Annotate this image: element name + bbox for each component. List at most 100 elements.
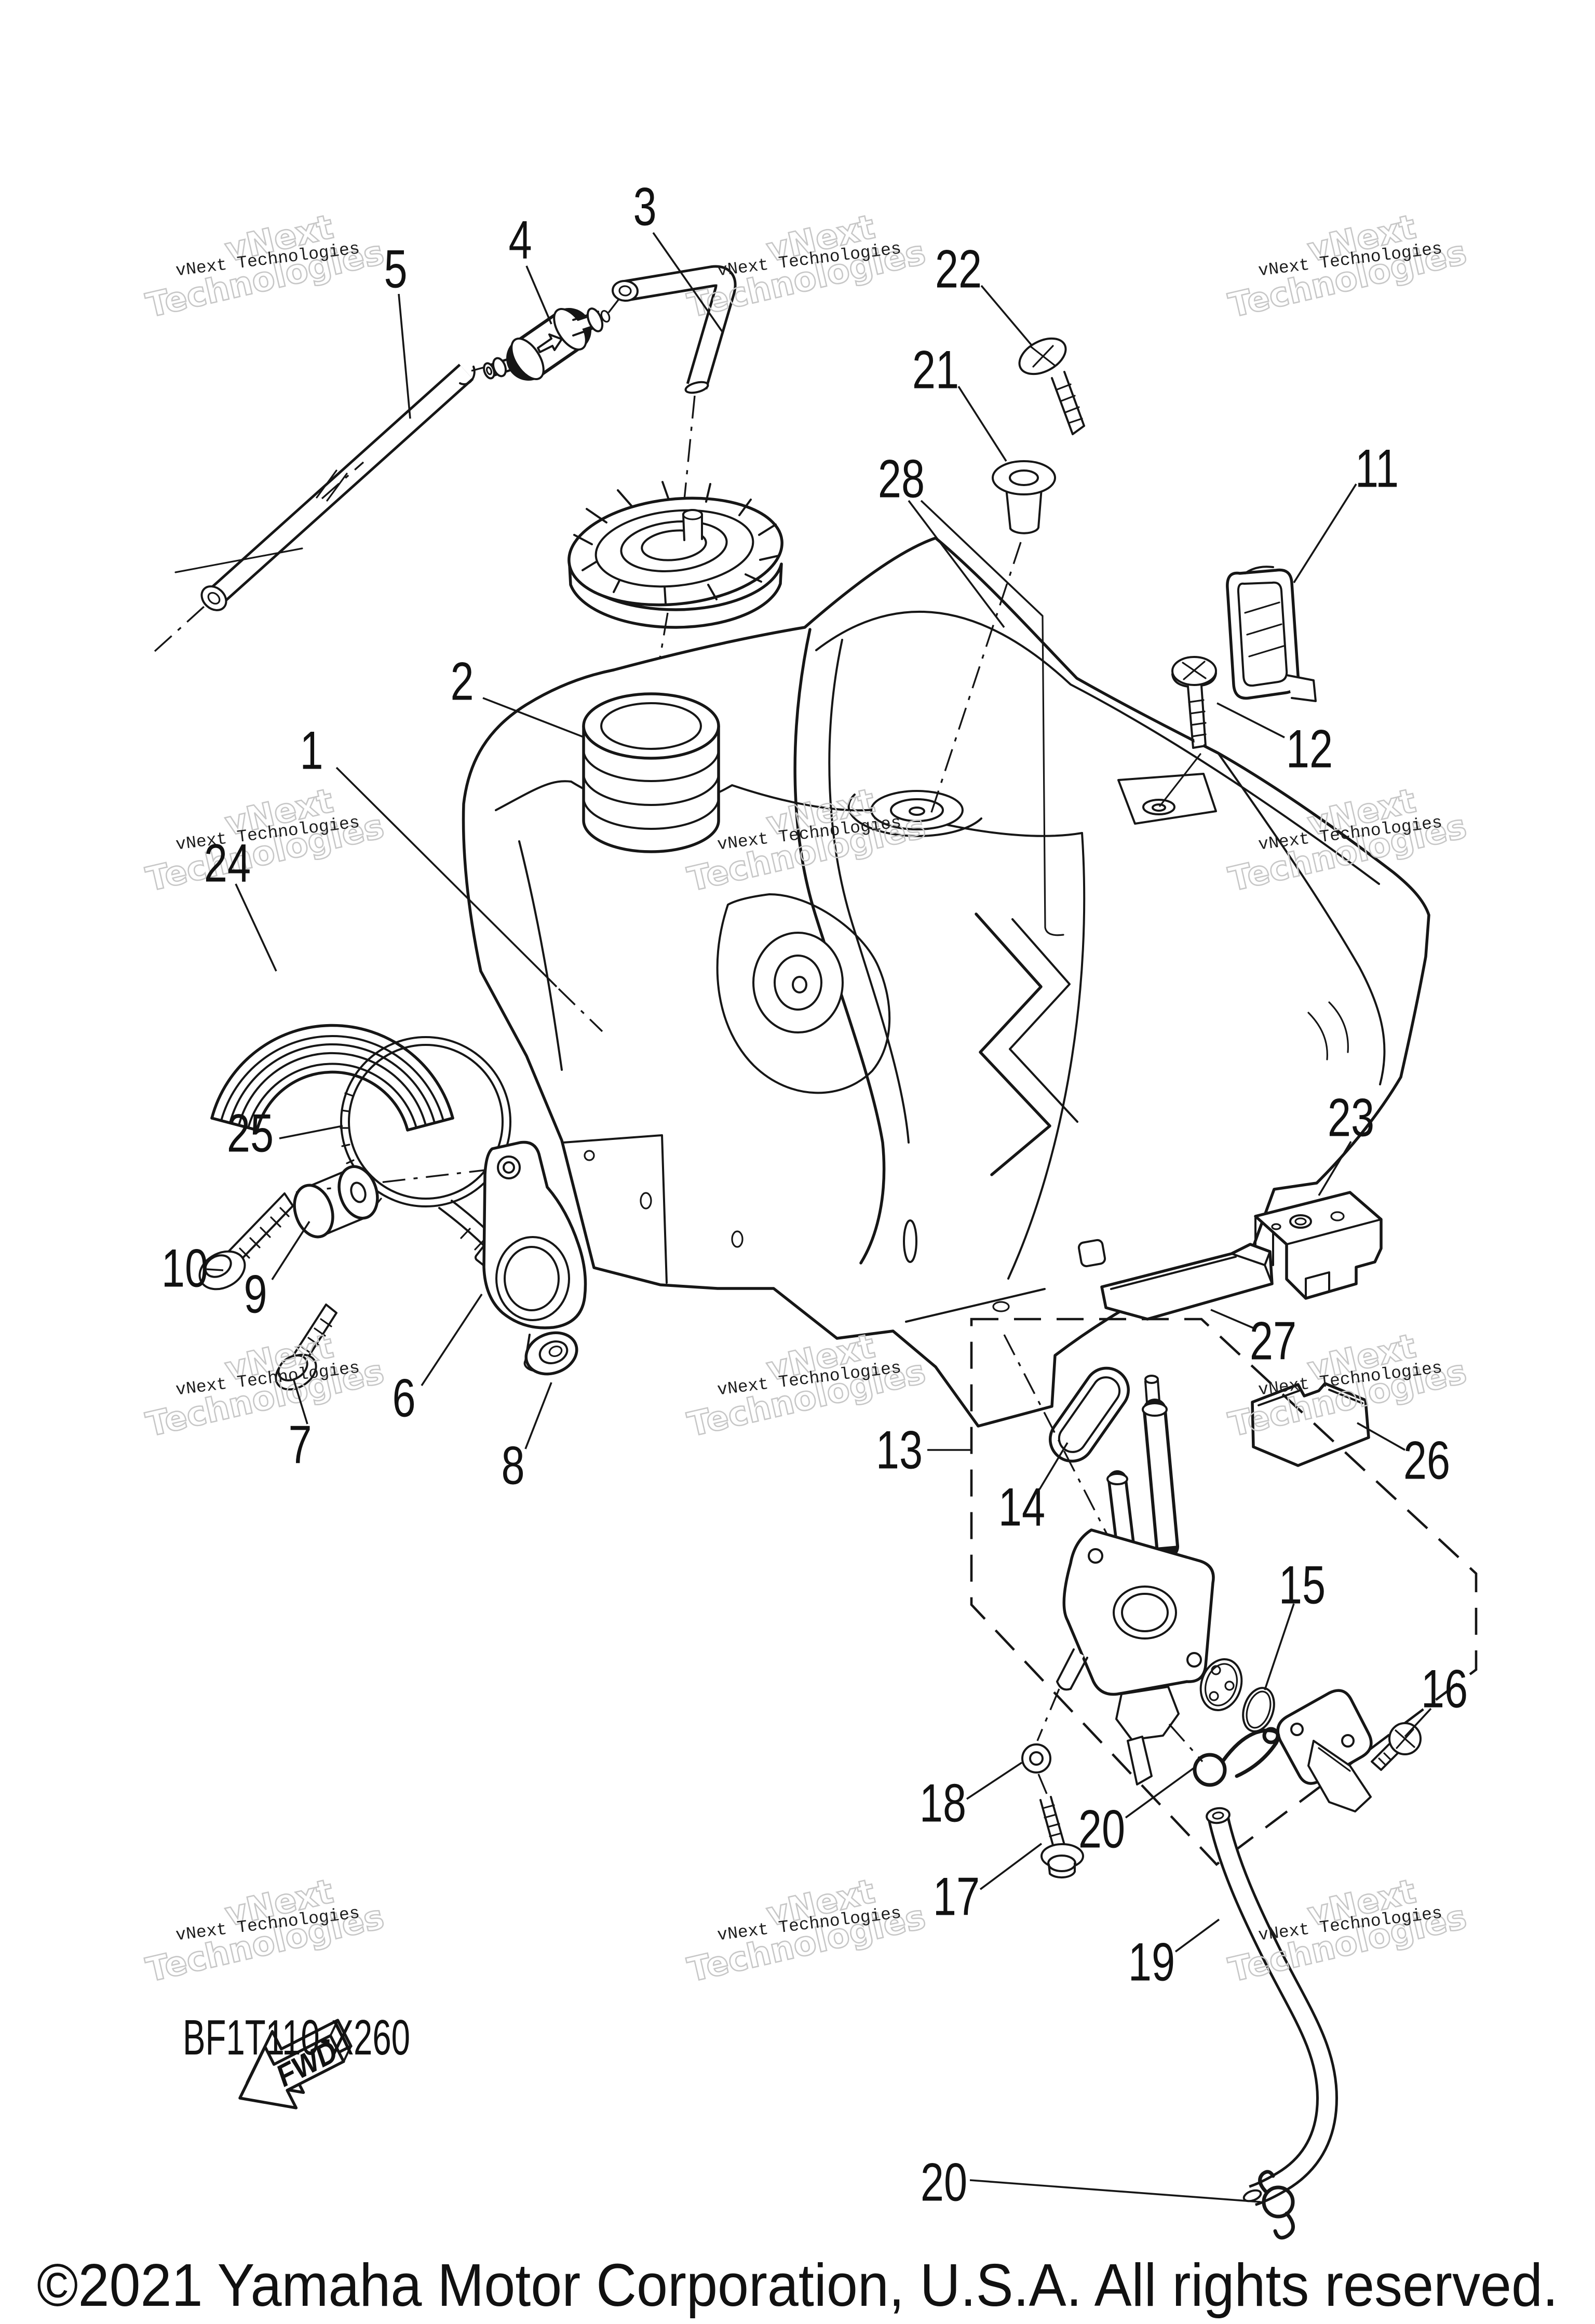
callout-3-label: 3 bbox=[633, 177, 656, 237]
clip-20-lower bbox=[1258, 2170, 1295, 2240]
pad-27 bbox=[1100, 1243, 1274, 1321]
callout-15-14: 15 bbox=[1264, 1555, 1326, 1690]
callout-20-20: 20 bbox=[921, 2152, 1261, 2212]
callout-12-label: 12 bbox=[1286, 719, 1333, 779]
callout-8-7: 8 bbox=[501, 1382, 552, 1496]
callout-20-leader bbox=[969, 2179, 1261, 2203]
callout-5-leader bbox=[398, 293, 411, 419]
callout-16-15: 16 bbox=[1404, 1659, 1468, 1738]
callout-8-leader bbox=[524, 1382, 552, 1449]
callout-23-23: 23 bbox=[1318, 1087, 1374, 1196]
callout-24-leader bbox=[235, 883, 277, 972]
callout-8-label: 8 bbox=[501, 1435, 524, 1496]
callout-27-label: 27 bbox=[1250, 1311, 1296, 1371]
callout-15-leader bbox=[1264, 1603, 1295, 1690]
callout-26-leader bbox=[1357, 1422, 1405, 1451]
callout-26-label: 26 bbox=[1403, 1430, 1450, 1490]
callout-20-19: 20 bbox=[1078, 1767, 1195, 1859]
fuel-hose-5 bbox=[154, 364, 476, 652]
callout-5-4: 5 bbox=[384, 239, 411, 419]
washer-18 bbox=[1021, 1743, 1051, 1774]
callout-12-11: 12 bbox=[1216, 702, 1333, 779]
o-ring-15 bbox=[1199, 1658, 1275, 1732]
callout-9-leader bbox=[271, 1221, 310, 1280]
callout-7-6: 7 bbox=[288, 1380, 312, 1475]
callout-3-2: 3 bbox=[633, 177, 724, 333]
callout-11-label: 11 bbox=[1355, 438, 1399, 499]
callout-4-3: 4 bbox=[508, 210, 552, 325]
check-valve-4 bbox=[471, 298, 620, 381]
callout-15-label: 15 bbox=[1279, 1555, 1326, 1615]
callout-11-leader bbox=[1293, 483, 1357, 583]
callout-9-label: 9 bbox=[244, 1264, 267, 1324]
clip-20-upper bbox=[1193, 1727, 1280, 1787]
callout-19-leader bbox=[1174, 1918, 1220, 1953]
callout-2-label: 2 bbox=[450, 651, 474, 711]
callout-6-5: 6 bbox=[392, 1294, 483, 1428]
callout-5-label: 5 bbox=[384, 239, 407, 299]
callout-17-16: 17 bbox=[933, 1843, 1043, 1927]
damper-collar-9 bbox=[293, 1165, 379, 1239]
callout-19-18: 19 bbox=[1128, 1918, 1220, 1992]
fuel-hose-19 bbox=[1206, 1807, 1339, 2206]
screw-12 bbox=[1159, 656, 1217, 807]
callout-19-label: 19 bbox=[1128, 1932, 1175, 1992]
gasket-14 bbox=[1048, 1366, 1130, 1463]
callout-14-leader bbox=[1038, 1442, 1069, 1490]
callout-7-leader bbox=[293, 1380, 308, 1425]
callout-22-leader bbox=[980, 285, 1033, 347]
fuel-cap-2 bbox=[567, 481, 783, 692]
callout-2-1: 2 bbox=[450, 651, 585, 738]
callout-14-label: 14 bbox=[998, 1477, 1045, 1537]
callout-20-label: 20 bbox=[921, 2152, 967, 2212]
breather-hose-3 bbox=[612, 265, 737, 500]
callout-16-leader bbox=[1404, 1708, 1432, 1738]
callout-26-26: 26 bbox=[1357, 1422, 1450, 1490]
callout-22-22: 22 bbox=[935, 239, 1033, 347]
callout-1-leader bbox=[335, 767, 558, 988]
filler-neck bbox=[582, 692, 720, 853]
clamp-clip-11 bbox=[1226, 566, 1317, 702]
callout-9-8: 9 bbox=[244, 1221, 310, 1324]
callout-13-label: 13 bbox=[876, 1420, 923, 1480]
callout-18-17: 18 bbox=[920, 1762, 1022, 1833]
grommet-21 bbox=[929, 460, 1056, 816]
damper-mount-8 bbox=[523, 1331, 578, 1376]
screw-16 bbox=[1371, 1722, 1422, 1771]
callout-22-label: 22 bbox=[935, 239, 982, 299]
fuel-cock-box-13 bbox=[970, 1318, 1478, 1866]
callout-12-leader bbox=[1216, 702, 1285, 738]
callout-11-10: 11 bbox=[1293, 438, 1399, 583]
callout-18-label: 18 bbox=[920, 1773, 966, 1833]
callout-4-label: 4 bbox=[508, 210, 532, 270]
callout-28-28: 28 bbox=[878, 449, 1044, 628]
callout-25-leader bbox=[279, 1125, 343, 1139]
callout-10-9: 10 bbox=[161, 1238, 224, 1298]
bolt-7 bbox=[275, 1304, 337, 1391]
callout-23-leader bbox=[1318, 1141, 1352, 1196]
cap-knurling bbox=[573, 481, 780, 604]
bracket-23 bbox=[1254, 1191, 1383, 1300]
screw-22 bbox=[1018, 337, 1085, 435]
copyright-line: ©2021 Yamaha Motor Corporation, U.S.A. A… bbox=[37, 2251, 1558, 2319]
callout-28-label: 28 bbox=[878, 449, 925, 509]
callout-21-leader bbox=[957, 386, 1007, 462]
callout-21-21: 21 bbox=[912, 340, 1007, 462]
callout-16-label: 16 bbox=[1421, 1659, 1468, 1719]
bracket-6 bbox=[482, 1140, 587, 1329]
callout-10-label: 10 bbox=[161, 1238, 208, 1298]
callout-17-label: 17 bbox=[933, 1866, 980, 1927]
callout-10-leader bbox=[206, 1268, 224, 1271]
callout-6-leader bbox=[421, 1294, 483, 1386]
callout-14-13: 14 bbox=[998, 1442, 1069, 1537]
callout-1-0: 1 bbox=[300, 720, 558, 988]
callout-2-leader bbox=[482, 697, 585, 738]
